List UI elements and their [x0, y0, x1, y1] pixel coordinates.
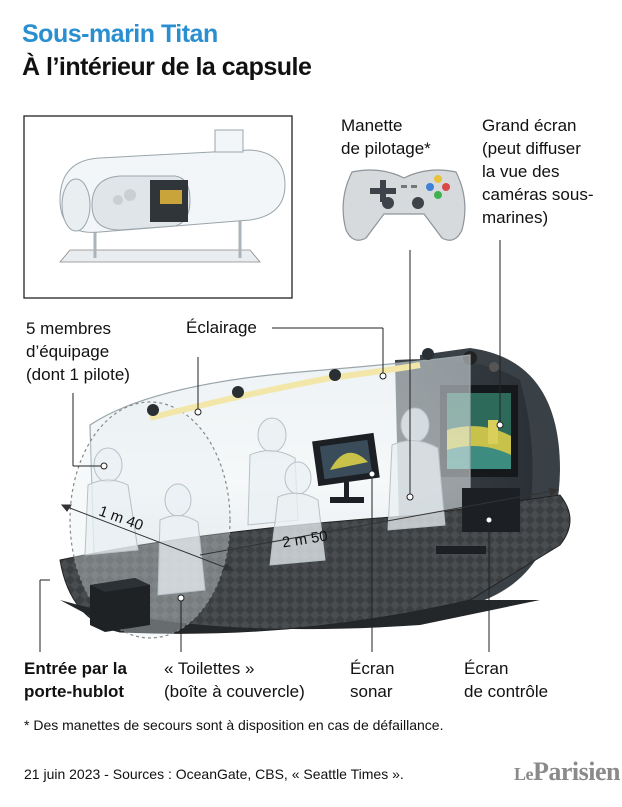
capsule [59, 348, 571, 639]
label-ecran-sonar-line1: Écran [350, 659, 395, 678]
label-ecran-sonar: Écran sonar [350, 657, 394, 703]
control-screen [436, 488, 520, 554]
label-manette: Manette de pilotage* [341, 114, 431, 160]
label-membres: 5 membres d’équipage (dont 1 pilote) [26, 317, 130, 386]
label-ecran-controle-line2: de contrôle [464, 682, 549, 701]
label-membres-line2: d’équipage [26, 342, 110, 361]
footnote: * Des manettes de secours sont à disposi… [24, 717, 444, 733]
label-grand-ecran-line1: Grand écran [482, 116, 577, 135]
label-toilettes-line2: (boîte à couvercle) [164, 682, 305, 701]
game-controller-icon [342, 169, 466, 241]
label-toilettes: « Toilettes » (boîte à couvercle) [164, 657, 305, 703]
label-entree: Entrée par la porte-hublot [24, 657, 127, 703]
logo-name: Parisien [533, 757, 621, 786]
label-entree-line2: porte-hublot [24, 682, 125, 701]
leader-lines [39, 240, 504, 652]
sonar-screen [312, 432, 380, 503]
label-eclairage: Éclairage [186, 318, 257, 337]
label-toilettes-line1: « Toilettes » [164, 659, 255, 678]
overview-inset [23, 115, 293, 299]
label-grand-ecran: Grand écran (peut diffuser la vue des ca… [482, 114, 593, 229]
label-membres-line3: (dont 1 pilote) [26, 365, 130, 384]
le-parisien-logo: LeParisien [514, 757, 621, 787]
label-ecran-controle-line1: Écran [464, 659, 509, 678]
label-grand-ecran-line3: la vue des [482, 162, 560, 181]
crew-silhouettes [84, 407, 446, 596]
label-grand-ecran-line5: marines) [482, 208, 549, 227]
label-manette-line2: de pilotage* [341, 139, 431, 158]
label-membres-line1: 5 membres [26, 319, 112, 338]
toilet-box [90, 578, 150, 632]
lighting-bar [147, 348, 434, 421]
label-ecran-controle: Écran de contrôle [464, 657, 548, 703]
logo-prefix: Le [514, 764, 534, 784]
label-grand-ecran-line2: (peut diffuser [482, 139, 581, 158]
label-grand-ecran-line4: caméras sous- [482, 185, 594, 204]
subtitle: À l’intérieur de la capsule [22, 53, 312, 81]
label-entree-line1: Entrée par la [24, 659, 127, 678]
source-line: 21 juin 2023 - Sources : OceanGate, CBS,… [24, 766, 404, 782]
title: Sous-marin Titan [22, 20, 218, 48]
label-ecran-sonar-line2: sonar [350, 682, 393, 701]
dimension-arrows [60, 487, 560, 571]
label-manette-line1: Manette [341, 116, 403, 135]
